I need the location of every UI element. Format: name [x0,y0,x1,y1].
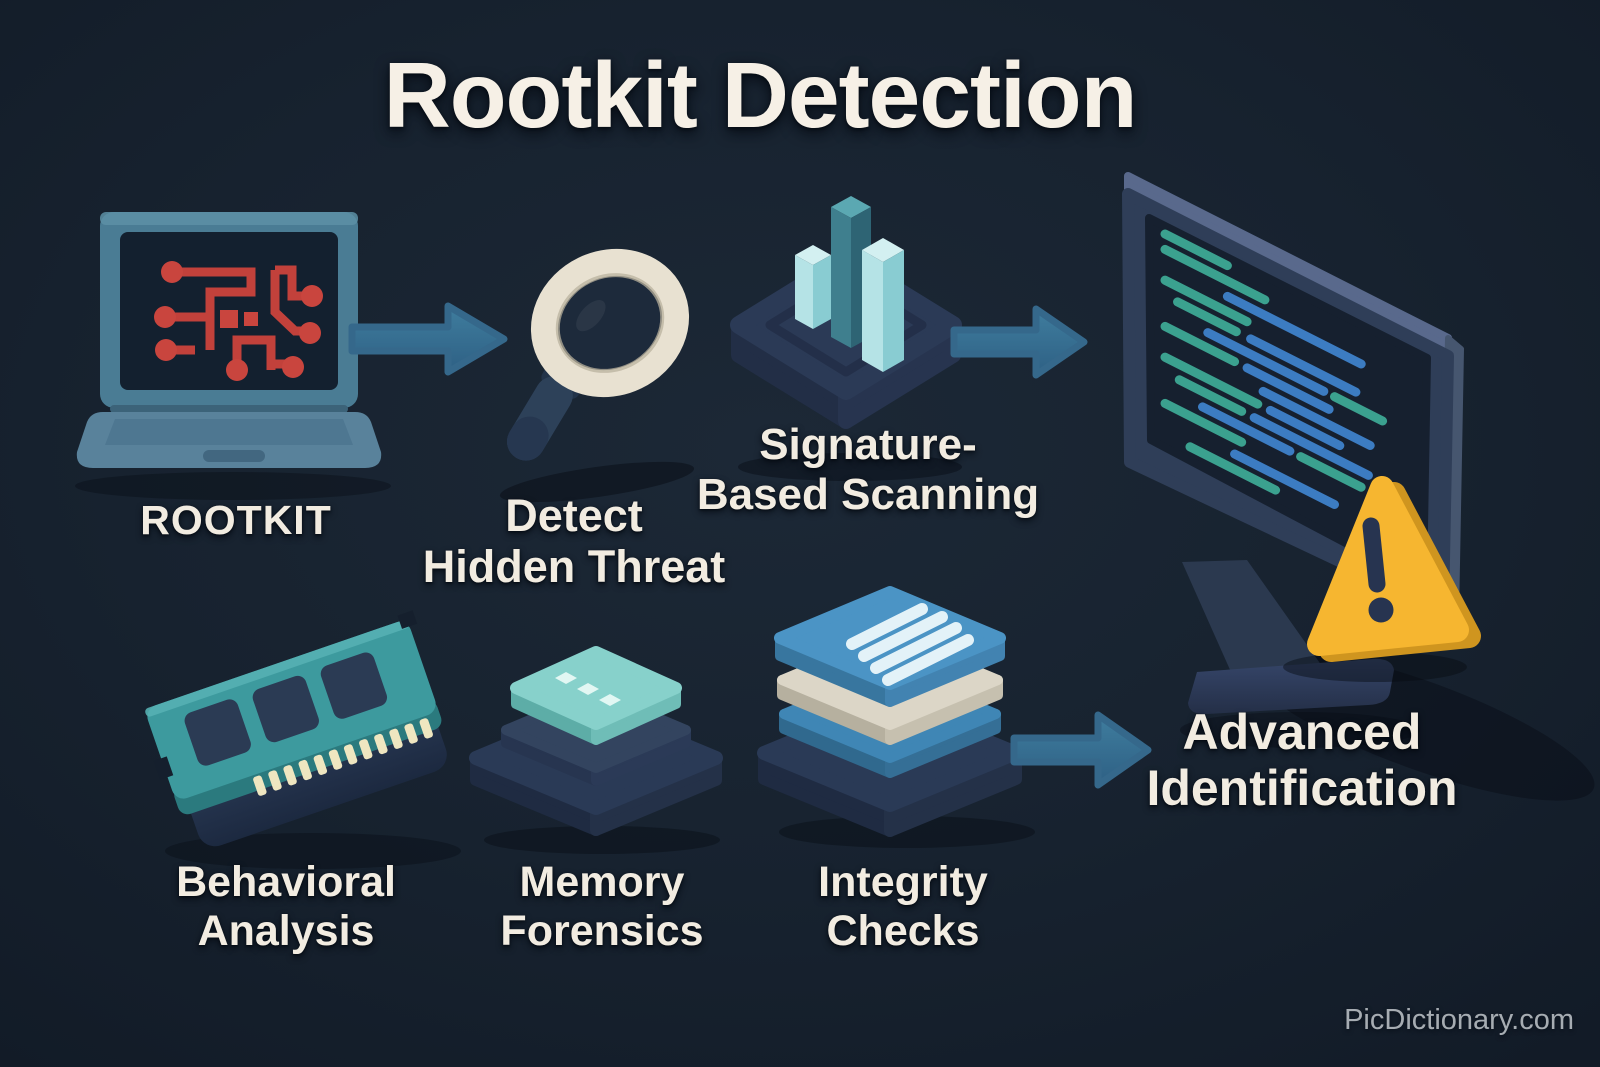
advanced-label-line1: Advanced [1182,704,1422,760]
ram-chip [252,675,319,743]
red-circuit-nodes [154,261,323,381]
ram-chip [320,652,388,719]
monitor-stand-base [1188,658,1394,715]
ram-shadow [165,833,461,869]
ram-board [145,610,442,815]
memory-label-line2: Forensics [500,907,704,955]
memory-chip-stack-icon [469,646,723,854]
magnifier-shadow [499,461,695,503]
chip-dots [555,672,621,706]
ram-pins [253,718,433,796]
memory-label-line1: Memory [519,858,685,906]
behavioral-analysis-label: Behavioral Analysis [176,858,396,956]
ram-chip [184,699,251,766]
monitor-stand-neck [1182,560,1329,690]
signature-label-line2: Based Scanning [696,470,1040,519]
advanced-label-line2: Identification [1146,760,1458,816]
doc-stack-shadow [779,816,1035,848]
integrity-label-line2: Checks [826,907,980,955]
magnifier-ring [530,248,690,398]
exclamation-mark [1362,517,1386,593]
platform-shadow [738,453,962,481]
watermark: PicDictionary.com [1344,1004,1574,1036]
arrow-right-icon [1010,711,1152,789]
advanced-identification-label: Advanced Identification [1146,704,1457,816]
isometric-bar-chart-icon [730,196,962,481]
signature-based-scanning-label: Signature- Based Scanning [697,420,1039,520]
integrity-label-line1: Integrity [818,858,988,906]
ram-module-icon [145,610,461,869]
detect-label-line1: Detect [505,490,643,541]
laptop-shadow [75,472,391,500]
detect-hidden-threat-label: Detect Hidden Threat [423,490,726,592]
doc-text-lines [846,603,974,686]
arrow-right-icon [348,302,508,376]
document-stack-icon [757,586,1035,848]
bar-left [795,245,831,329]
behavioral-label-line1: Behavioral [176,858,396,906]
bar-middle [831,196,871,348]
detect-label-line2: Hidden Threat [422,541,726,592]
bar-right [862,238,904,372]
laptop-rootkit-circuit-icon [75,212,391,500]
behavioral-label-line2: Analysis [197,907,375,955]
magnifying-glass-icon [499,248,695,503]
chip-stack-shadow [484,826,720,854]
page-title: Rootkit Detection [383,43,1138,147]
integrity-checks-label: Integrity Checks [818,858,988,956]
rootkit-label: ROOTKIT [140,497,331,544]
chip-top [510,646,682,745]
signature-label-line1: Signature- [759,420,977,469]
rootkit-label-line: ROOTKIT [140,497,332,543]
arrow-right-icon [950,305,1088,379]
doc-top [774,586,1006,707]
monitor-code-lines [1160,229,1388,509]
monitor-code-alert-icon [1122,172,1595,801]
laptop-touchpad [203,450,265,462]
memory-forensics-label: Memory Forensics [500,858,703,956]
warning-triangle-icon [1283,476,1481,682]
